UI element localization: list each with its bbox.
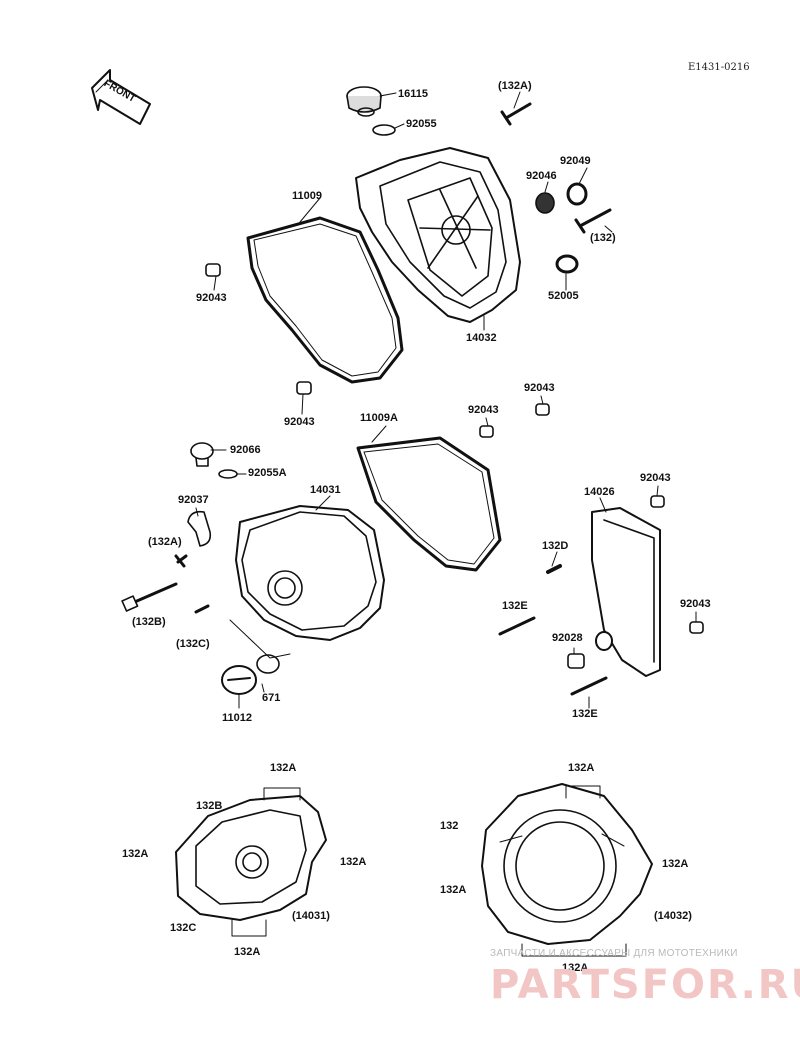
o-ring-92055 <box>372 124 396 136</box>
dowel-pin-92043 <box>205 263 221 277</box>
part-label-92055A: 92055A <box>248 467 287 479</box>
diagram-code: E1431-0216 <box>688 62 750 73</box>
seal-92049 <box>566 182 588 206</box>
part-label-92043: 92043 <box>640 472 671 484</box>
outline-label-left: 132A <box>440 884 467 896</box>
spacer-92028 <box>567 653 585 669</box>
watermark-logo: PARTSFOR.RU <box>490 962 800 1008</box>
part-label-92046: 92046 <box>526 170 557 182</box>
part-label-132C: (132C) <box>176 638 210 650</box>
part-label-11012: 11012 <box>222 712 252 724</box>
bolt-132B <box>128 582 178 606</box>
outline-label-bottom: 132A <box>234 946 261 958</box>
outline-label-top: 132A <box>270 762 297 774</box>
front-arrow-icon <box>91 69 151 125</box>
bolt-132 <box>574 208 612 234</box>
clutch-cover-14032 <box>355 147 521 323</box>
part-label-11009: 11009 <box>292 190 322 202</box>
dowel-pin-92043 <box>689 621 704 634</box>
gasket-11009 <box>246 216 404 384</box>
part-label-92043: 92043 <box>196 292 227 304</box>
part-label-132E: 132E <box>502 600 528 612</box>
outline-label-132C: 132C <box>170 922 197 934</box>
outline-label-bottom: 132A <box>562 962 589 974</box>
part-label-92043: 92043 <box>284 416 315 428</box>
outline-label-ref-14032: (14032) <box>654 910 692 922</box>
part-label-92055: 92055 <box>406 118 437 130</box>
outline-14032 <box>481 783 653 945</box>
clamp-92037 <box>187 510 212 547</box>
outline-label-132: 132 <box>440 820 459 832</box>
part-label-132A: (132A) <box>498 80 532 92</box>
outline-label-right: 132A <box>340 856 367 868</box>
part-label-14026: 14026 <box>584 486 615 498</box>
dowel-pin-92043 <box>479 425 494 438</box>
part-label-92043: 92043 <box>468 404 499 416</box>
part-label-11009A: 11009A <box>360 412 398 424</box>
gasket-11009A <box>356 436 502 572</box>
part-label-132A: (132A) <box>148 536 182 548</box>
part-label-16115: 16115 <box>398 88 428 100</box>
part-label-92043: 92043 <box>524 382 555 394</box>
o-ring-671 <box>256 654 280 674</box>
bolt-132D <box>546 564 562 574</box>
bolt-132A <box>500 102 532 126</box>
dowel-pin-92043 <box>296 381 312 395</box>
part-label-132D: 132D <box>542 540 569 552</box>
part-label-132B: (132B) <box>132 616 166 628</box>
part-label-92028: 92028 <box>552 632 583 644</box>
inspection-plug-11012 <box>221 665 257 695</box>
outline-14031 <box>175 795 327 921</box>
bolt-132A <box>174 554 188 568</box>
seal-92046 <box>535 192 555 214</box>
outline-label-top: 132A <box>568 762 595 774</box>
dowel-pin-92043 <box>650 495 665 508</box>
part-label-14031: 14031 <box>310 484 341 496</box>
outline-label-132B: 132B <box>196 800 223 812</box>
part-label-92043: 92043 <box>680 598 711 610</box>
part-label-132: (132) <box>590 232 616 244</box>
outline-label-right: 132A <box>662 858 689 870</box>
part-label-671: 671 <box>262 692 281 704</box>
bolt-132C <box>194 604 210 614</box>
outline-label-ref-14031: (14031) <box>292 910 330 922</box>
bolt-132E <box>570 676 608 696</box>
seal-52005 <box>555 254 579 274</box>
generator-cover-14031 <box>235 505 385 641</box>
watermark-tagline: ЗАПЧАСТИ И АКСЕССУАРЫ ДЛЯ МОТОТЕХНИКИ <box>490 948 738 959</box>
part-label-52005: 52005 <box>548 290 579 302</box>
part-label-92049: 92049 <box>560 155 591 167</box>
part-label-92066: 92066 <box>230 444 261 456</box>
part-label-132E: 132E <box>572 708 598 720</box>
bolt-132E <box>498 616 536 636</box>
filler-cap-16115 <box>346 86 382 117</box>
o-ring-92055A <box>218 469 238 479</box>
part-label-92037: 92037 <box>178 494 209 506</box>
outline-label-left: 132A <box>122 848 149 860</box>
drain-plug-92066 <box>190 442 214 467</box>
part-label-14032: 14032 <box>466 332 497 344</box>
dowel-pin-92043 <box>535 403 550 416</box>
